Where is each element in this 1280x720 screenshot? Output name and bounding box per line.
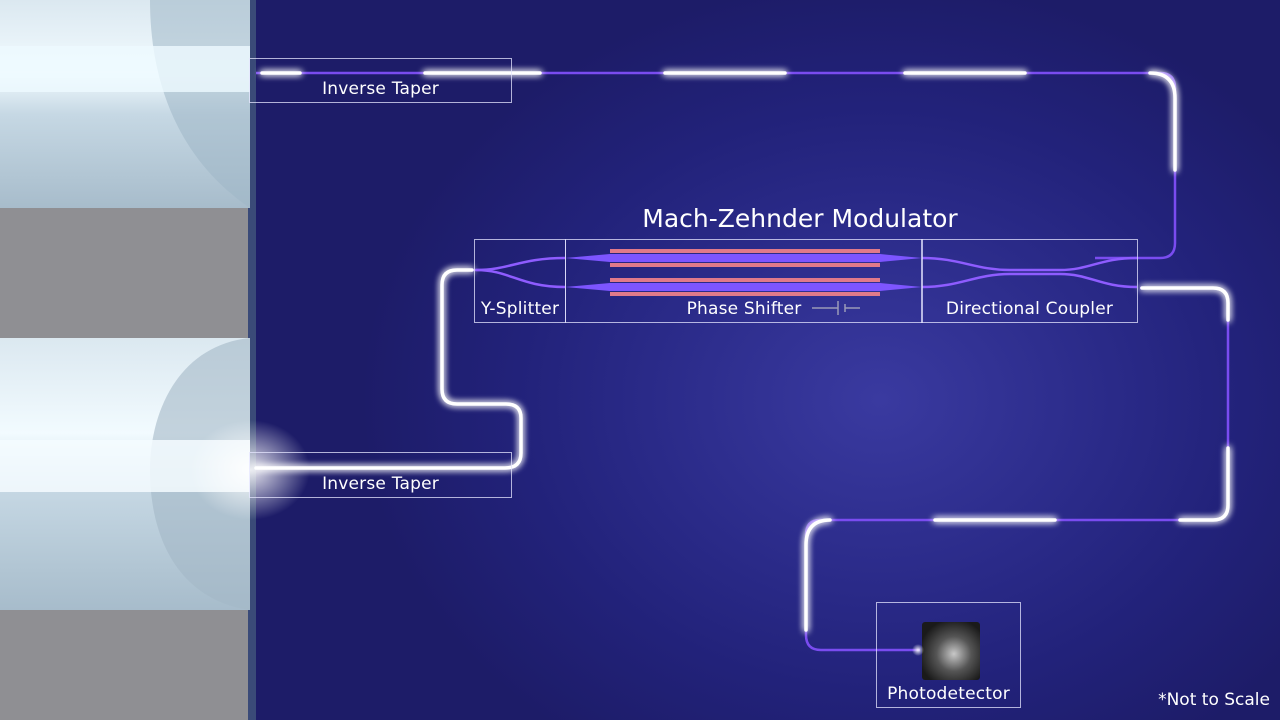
photodetector-chip xyxy=(912,622,980,680)
electrode-bottom xyxy=(610,292,880,296)
inverse-taper-bottom-label: Inverse Taper xyxy=(322,474,439,494)
phase-shifter-box xyxy=(565,239,923,323)
electrode-top xyxy=(610,249,880,253)
not-to-scale-note: *Not to Scale xyxy=(1158,690,1270,710)
inverse-taper-top-label: Inverse Taper xyxy=(322,79,439,99)
optical-fiber-top xyxy=(0,0,250,208)
y-splitter-waveguide xyxy=(475,256,566,289)
battery-icon xyxy=(812,301,860,315)
diagram-title: Mach-Zehnder Modulator xyxy=(642,204,958,233)
directional-coupler-label: Directional Coupler xyxy=(945,299,1114,319)
phase-shifter-arms xyxy=(565,249,922,296)
directional-coupler-waveguide xyxy=(921,256,1138,289)
inverse-taper-top-box xyxy=(249,58,512,103)
electrode-middle-bottom xyxy=(610,278,880,282)
fiber-panel xyxy=(0,0,310,720)
inverse-taper-bottom-box xyxy=(249,452,512,498)
directional-coupler-box xyxy=(921,239,1138,323)
waveguide xyxy=(256,71,1230,652)
y-splitter-label: Y-Splitter xyxy=(480,299,560,319)
light-pulses xyxy=(254,71,1230,632)
photodetector-box xyxy=(876,602,1021,708)
phase-shifter-label: Phase Shifter xyxy=(686,299,802,319)
photodetector-label: Photodetector xyxy=(887,684,1010,704)
electrode-middle-top xyxy=(610,263,880,267)
